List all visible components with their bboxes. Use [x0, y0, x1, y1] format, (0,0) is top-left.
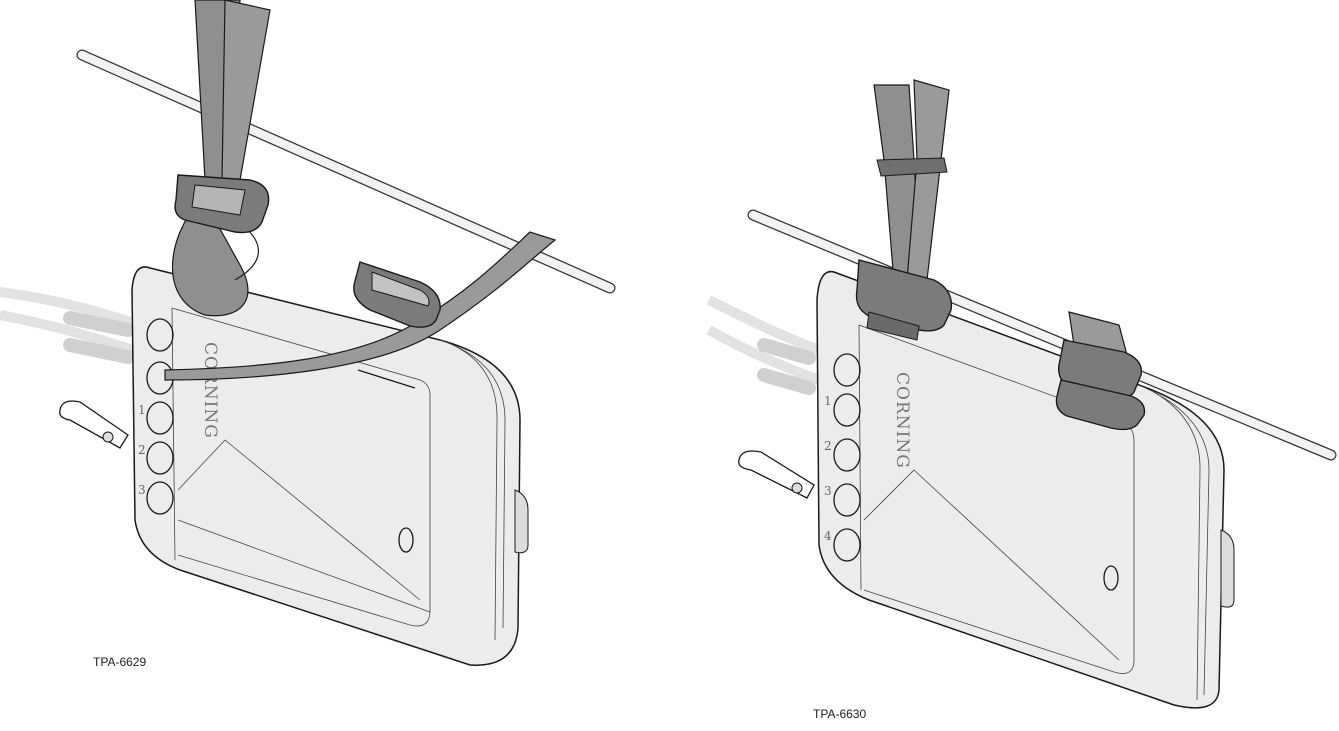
left-illustration: 1 2 3 CORNING	[0, 0, 616, 666]
strap	[873, 79, 950, 283]
port-label-1: 1	[138, 403, 146, 417]
port-label-2: 2	[824, 439, 832, 453]
brand-label: CORNING	[200, 342, 220, 439]
figure-id-label: TPA-6629	[93, 655, 147, 669]
pull-loop	[738, 450, 815, 499]
loose-clip	[353, 261, 441, 328]
port-label-3: 3	[138, 483, 146, 497]
figure-right: 1 2 3 4 CORNING	[669, 0, 1339, 731]
drop-cables	[0, 287, 142, 364]
strap-clip	[174, 174, 270, 234]
port-label-2: 2	[138, 443, 146, 457]
support-rod	[747, 209, 1337, 461]
pull-loop	[59, 400, 129, 449]
right-illustration: 1 2 3 4 CORNING	[706, 79, 1337, 709]
port-column	[146, 318, 174, 515]
brand-label: CORNING	[892, 372, 912, 469]
port-label-4: 4	[824, 529, 832, 543]
port-column	[833, 353, 861, 562]
strap-clip-upper	[855, 259, 953, 341]
figure-id-label: TPA-6630	[813, 707, 867, 721]
strap-clip-lower	[1055, 311, 1146, 431]
port-label-3: 3	[824, 484, 832, 498]
terminal-housing: 1 2 3 CORNING	[131, 266, 529, 666]
figure-left: 1 2 3 CORNING TPA-6629	[0, 0, 669, 731]
port-label-1: 1	[824, 394, 832, 408]
terminal-housing: 1 2 3 4 CORNING	[816, 270, 1235, 709]
drop-cables	[706, 295, 821, 395]
